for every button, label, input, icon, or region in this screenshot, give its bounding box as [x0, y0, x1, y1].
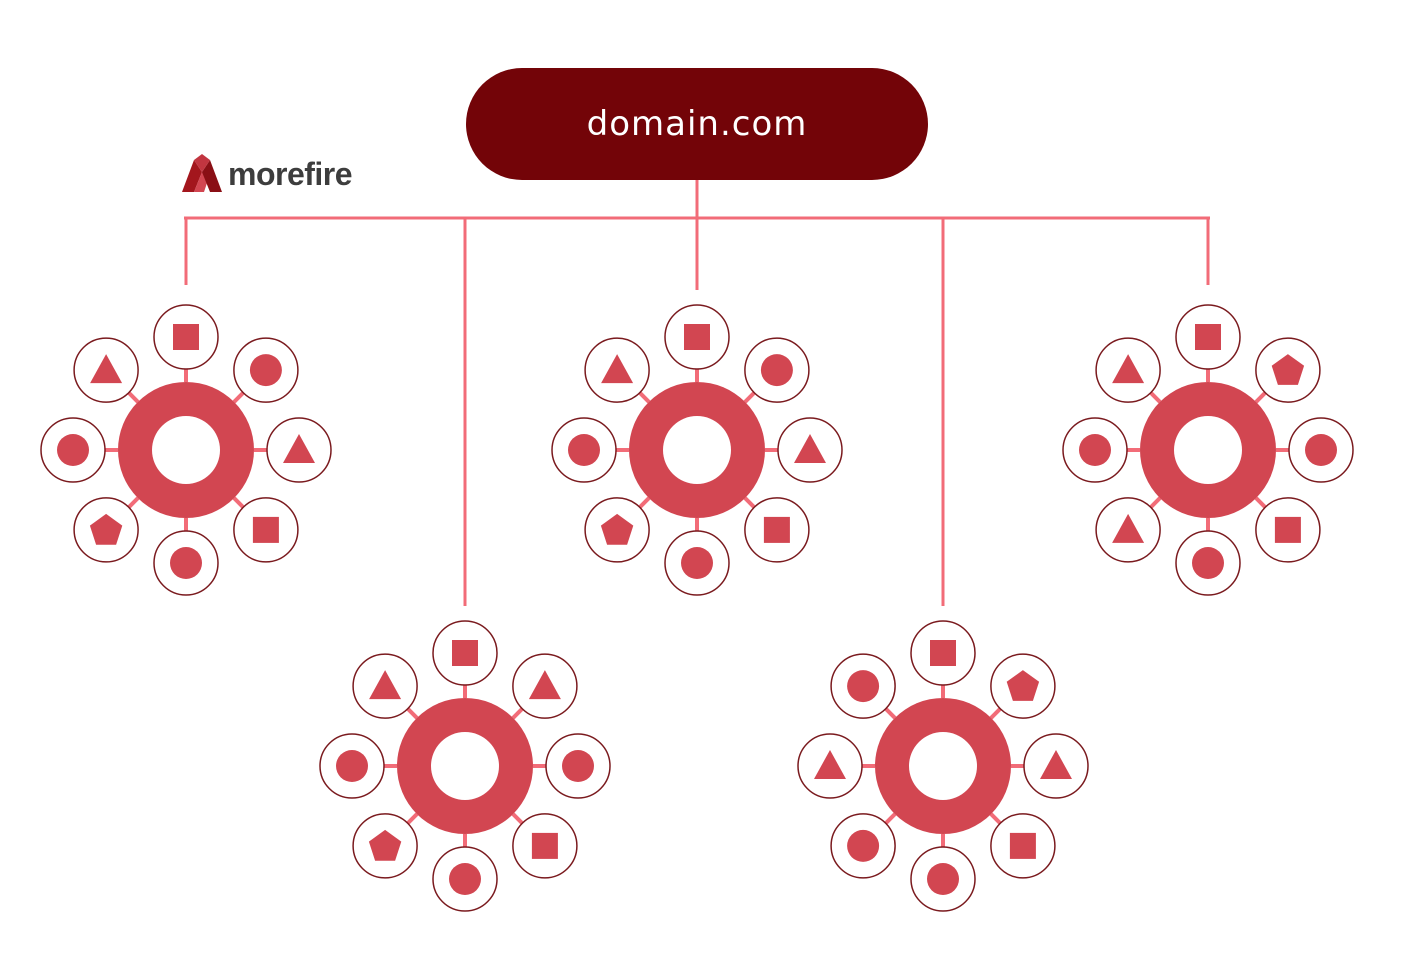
circle-icon [1079, 434, 1111, 466]
circle-icon [336, 750, 368, 782]
circle-icon [847, 670, 880, 703]
spoke-line [989, 707, 1002, 720]
spoke-line [1149, 391, 1162, 404]
triangle-icon [814, 750, 846, 779]
triangle-icon [369, 670, 402, 700]
circle-icon [1192, 547, 1224, 579]
pillar-hub-center [909, 732, 977, 800]
spoke-line [743, 391, 756, 404]
spoke-line [638, 391, 651, 404]
topic-cluster-3 [551, 304, 843, 596]
square-icon [1195, 324, 1221, 350]
pentagon-icon [368, 829, 402, 861]
circle-icon [57, 434, 89, 466]
square-icon [252, 516, 279, 543]
spoke-line [406, 812, 419, 825]
spoke-line [1254, 496, 1267, 509]
circle-icon [681, 547, 713, 579]
circle-icon [1305, 434, 1337, 466]
spoke-line [989, 812, 1002, 825]
circle-icon [760, 354, 793, 387]
triangle-icon [283, 434, 315, 463]
pillar-hub-center [1174, 416, 1242, 484]
circle-icon [562, 750, 594, 782]
spoke-line [743, 496, 756, 509]
circle-icon [927, 863, 959, 895]
topic-cluster-1 [40, 304, 332, 596]
triangle-icon [1040, 750, 1072, 779]
spoke-line [406, 707, 419, 720]
circle-icon [249, 354, 282, 387]
spoke-line [1149, 496, 1162, 509]
pentagon-icon [89, 513, 123, 545]
square-icon [684, 324, 710, 350]
square-icon [531, 832, 558, 859]
square-icon [930, 640, 956, 666]
topic-cluster-4 [797, 620, 1089, 912]
pentagon-icon [600, 513, 634, 545]
topic-cluster-2 [319, 620, 611, 912]
spoke-line [884, 707, 897, 720]
topic-cluster-5 [1062, 304, 1354, 596]
square-icon [173, 324, 199, 350]
pillar-hub-center [152, 416, 220, 484]
root-domain-node: domain.com [466, 68, 928, 180]
brand-name: morefire [228, 155, 353, 192]
triangle-icon [1112, 354, 1145, 384]
triangle-icon [601, 354, 634, 384]
spoke-line [511, 812, 524, 825]
spoke-line [232, 391, 245, 404]
circle-icon [847, 829, 880, 862]
pentagon-icon [1271, 354, 1305, 385]
square-icon [1009, 832, 1036, 859]
pillar-hub-center [431, 732, 499, 800]
circle-icon [449, 863, 481, 895]
spoke-line [511, 707, 524, 720]
triangle-icon [528, 670, 561, 700]
pentagon-icon [1006, 670, 1040, 701]
circle-icon [170, 547, 202, 579]
morefire-logo-icon [182, 154, 222, 192]
square-icon [763, 516, 790, 543]
spoke-line [1254, 391, 1267, 404]
circle-icon [568, 434, 600, 466]
spoke-line [232, 496, 245, 509]
spoke-line [638, 496, 651, 509]
spoke-line [127, 496, 140, 509]
square-icon [452, 640, 478, 666]
pillar-hub-center [663, 416, 731, 484]
root-domain-label: domain.com [586, 104, 808, 144]
triangle-icon [90, 354, 123, 384]
connector-lines [184, 180, 1210, 606]
triangle-icon [794, 434, 826, 463]
brand-logo: morefire [180, 152, 353, 196]
square-icon [1274, 516, 1301, 543]
spoke-line [884, 812, 897, 825]
triangle-icon [1112, 513, 1145, 543]
spoke-line [127, 391, 140, 404]
